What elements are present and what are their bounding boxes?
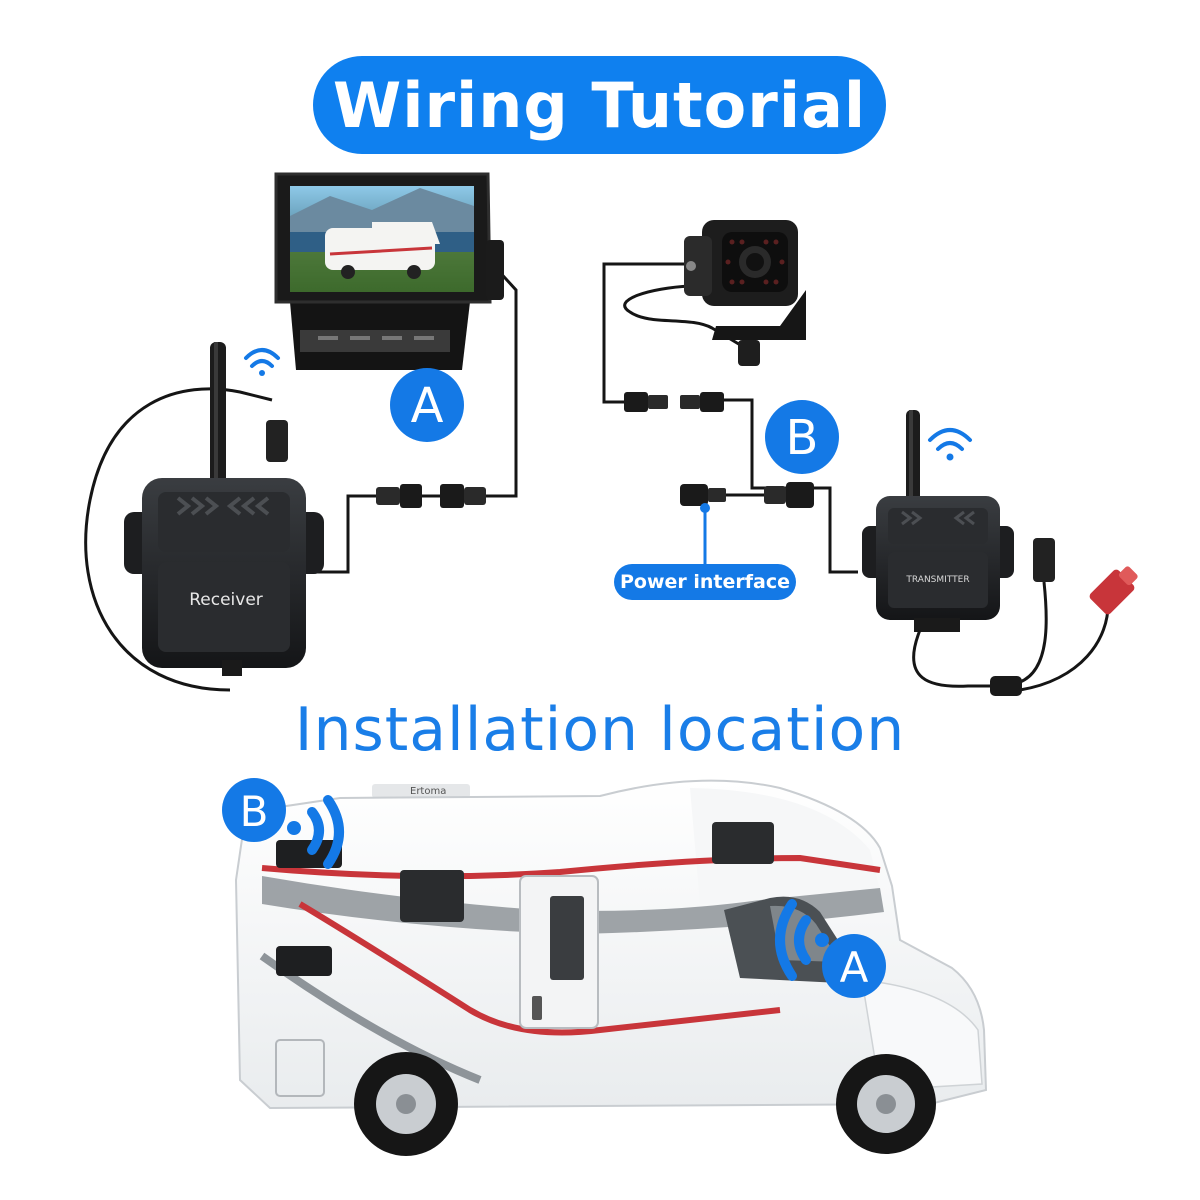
power-pointer xyxy=(700,503,710,564)
monitor xyxy=(274,172,504,370)
camera-cable xyxy=(602,262,858,574)
camera-connector-pair xyxy=(624,340,760,412)
wifi-icon xyxy=(928,428,972,461)
camera xyxy=(684,220,806,340)
section-title: Installation location xyxy=(294,695,906,765)
power-interface-label: Power interface xyxy=(614,564,796,600)
page-title: Wiring Tutorial xyxy=(313,56,886,154)
rv-brand-text: Ertoma xyxy=(410,786,446,797)
signal-waves-icon xyxy=(775,899,829,981)
rv-rear-marker: B xyxy=(240,787,269,836)
monitor-cable xyxy=(302,266,518,574)
rv-rear-marker-badge: B xyxy=(222,778,286,842)
power-connector-pair xyxy=(680,482,814,508)
rear-wheel xyxy=(354,1052,458,1156)
left-connector-pair xyxy=(376,484,486,508)
signal-waves-icon xyxy=(287,795,344,869)
front-wheel xyxy=(836,1054,936,1154)
monitor-screen-rv xyxy=(325,222,440,279)
monitor-marker: A xyxy=(411,378,444,434)
rv-cab-marker: A xyxy=(840,943,869,992)
transmitter-box xyxy=(862,496,1014,632)
camera-marker-badge: B xyxy=(765,400,839,474)
receiver-box xyxy=(124,478,324,676)
transmitter-antenna xyxy=(906,410,920,516)
camera-marker: B xyxy=(786,410,819,466)
transmitter-power-connectors xyxy=(990,538,1138,696)
monitor-marker-badge: A xyxy=(390,368,464,442)
receiver-antenna-cable xyxy=(84,387,273,692)
motorhome xyxy=(234,779,988,1156)
receiver-antenna-connector xyxy=(266,420,288,462)
rv-cab-marker-badge: A xyxy=(822,934,886,998)
wifi-icon xyxy=(244,348,280,376)
transmitter-label: TRANSMITTER xyxy=(905,575,969,585)
receiver-label: Receiver xyxy=(189,590,263,610)
receiver-antenna xyxy=(210,342,226,490)
